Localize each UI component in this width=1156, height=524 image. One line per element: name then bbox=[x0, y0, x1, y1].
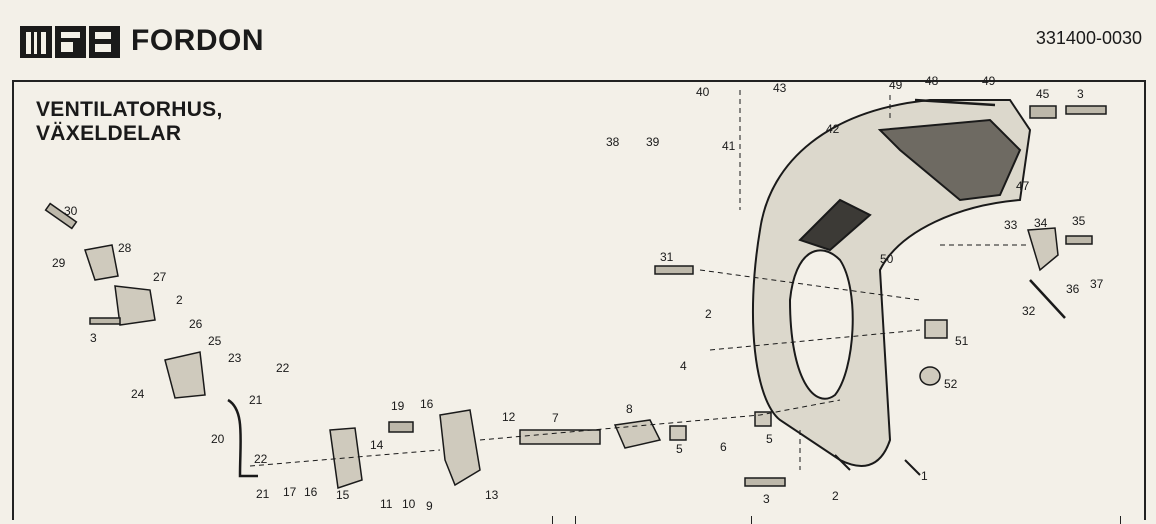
callout-6: 6 bbox=[720, 440, 727, 454]
callout-36: 36 bbox=[1066, 282, 1080, 296]
callout-37: 37 bbox=[1090, 277, 1104, 291]
callout-33: 33 bbox=[1004, 218, 1018, 232]
callout-49: 49 bbox=[982, 74, 996, 88]
callout-28: 28 bbox=[118, 241, 132, 255]
callout-45: 45 bbox=[1036, 87, 1050, 101]
callout-49: 49 bbox=[889, 78, 903, 92]
callout-11: 11 bbox=[380, 497, 393, 511]
part-20-rod bbox=[227, 398, 258, 478]
part-7-shaft bbox=[519, 429, 601, 445]
callout-3: 3 bbox=[1077, 87, 1084, 101]
callout-2: 2 bbox=[705, 307, 712, 321]
callout-42: 42 bbox=[826, 122, 840, 136]
callout-31: 31 bbox=[660, 250, 674, 264]
callout-25: 25 bbox=[208, 334, 222, 348]
callout-24: 24 bbox=[131, 387, 145, 401]
callout-35: 35 bbox=[1072, 214, 1086, 228]
callout-12: 12 bbox=[502, 410, 516, 424]
callout-51: 51 bbox=[955, 334, 969, 348]
callout-34: 34 bbox=[1034, 216, 1048, 230]
callout-16: 16 bbox=[304, 485, 318, 499]
bolt-31 bbox=[654, 265, 694, 275]
bolts bbox=[44, 105, 1107, 487]
footer-divider bbox=[575, 516, 576, 524]
diagram-frame: VENTILATORHUS, VÄXELDELAR bbox=[12, 80, 1146, 520]
callout-21: 21 bbox=[256, 487, 270, 501]
callout-10: 10 bbox=[402, 497, 416, 511]
callout-16: 16 bbox=[420, 397, 434, 411]
part-34-bracket bbox=[1027, 227, 1059, 272]
callout-labels: 1 2 2 2 3 3 3 4 5 5 6 7 8 9 10 11 12 13 … bbox=[52, 74, 1104, 513]
part-5-bushing-b bbox=[754, 411, 772, 427]
diagram-title-line-2: VÄXELDELAR bbox=[36, 122, 182, 145]
callout-39: 39 bbox=[646, 135, 660, 149]
callout-2: 2 bbox=[176, 293, 183, 307]
callout-22: 22 bbox=[276, 361, 290, 375]
footer-divider bbox=[552, 516, 553, 524]
brand-name: FORDON bbox=[131, 24, 264, 57]
part-32-rod bbox=[1029, 279, 1066, 319]
part-28-bracket bbox=[84, 244, 119, 281]
bolt-3-left bbox=[89, 317, 121, 325]
part-5-bushing bbox=[669, 425, 687, 441]
callout-3: 3 bbox=[90, 331, 97, 345]
part-48-wire bbox=[914, 98, 996, 107]
callout-26: 26 bbox=[189, 317, 203, 331]
callout-7: 7 bbox=[552, 411, 559, 425]
page-header: FORDON 331400-0030 bbox=[0, 0, 1156, 78]
callout-9: 9 bbox=[426, 499, 433, 513]
callout-8: 8 bbox=[626, 402, 633, 416]
callout-3: 3 bbox=[763, 492, 770, 506]
rods bbox=[227, 98, 1066, 478]
part-45 bbox=[1029, 105, 1057, 119]
leader-lines bbox=[249, 90, 1028, 470]
fan-housing bbox=[751, 99, 1032, 476]
callout-52: 52 bbox=[944, 377, 958, 391]
diagram-title-line-1: VENTILATORHUS, bbox=[36, 98, 223, 121]
callout-2: 2 bbox=[832, 489, 839, 503]
callout-4: 4 bbox=[680, 359, 687, 373]
mgb-logo bbox=[18, 22, 122, 62]
part-52-nut bbox=[919, 366, 941, 386]
footer-divider bbox=[1120, 516, 1121, 524]
part-19 bbox=[388, 421, 414, 433]
footer-divider bbox=[751, 516, 752, 524]
callout-38: 38 bbox=[606, 135, 620, 149]
callout-5: 5 bbox=[676, 442, 683, 456]
part-27-block bbox=[114, 285, 156, 326]
callout-20: 20 bbox=[211, 432, 225, 446]
callout-41: 41 bbox=[722, 139, 736, 153]
callout-50: 50 bbox=[880, 252, 894, 266]
part-15-plate bbox=[329, 427, 363, 489]
callout-43: 43 bbox=[773, 81, 787, 95]
callout-40: 40 bbox=[696, 85, 710, 99]
callout-32: 32 bbox=[1022, 304, 1036, 318]
callout-13: 13 bbox=[485, 488, 499, 502]
bolt-3-bottom bbox=[744, 477, 786, 487]
part-13-lever bbox=[439, 409, 481, 487]
callout-14: 14 bbox=[370, 438, 384, 452]
bolt-30 bbox=[44, 202, 78, 230]
callout-29: 29 bbox=[52, 256, 66, 270]
callout-47: 47 bbox=[1016, 179, 1030, 193]
callout-5: 5 bbox=[766, 432, 773, 446]
part-number: 331400-0030 bbox=[1035, 28, 1142, 48]
bolt-35 bbox=[1065, 235, 1093, 245]
callout-27: 27 bbox=[153, 270, 167, 284]
part-51-bushing bbox=[924, 319, 948, 339]
callout-22: 22 bbox=[254, 452, 268, 466]
callout-15: 15 bbox=[336, 488, 350, 502]
callout-30: 30 bbox=[64, 204, 78, 218]
callout-21: 21 bbox=[249, 393, 263, 407]
callout-23: 23 bbox=[228, 351, 242, 365]
callout-19: 19 bbox=[391, 399, 405, 413]
callout-1: 1 bbox=[921, 469, 928, 483]
bolt-3-top bbox=[1065, 105, 1107, 115]
callout-17: 17 bbox=[283, 485, 297, 499]
part-24-lever bbox=[164, 351, 206, 399]
callout-48: 48 bbox=[925, 74, 939, 88]
